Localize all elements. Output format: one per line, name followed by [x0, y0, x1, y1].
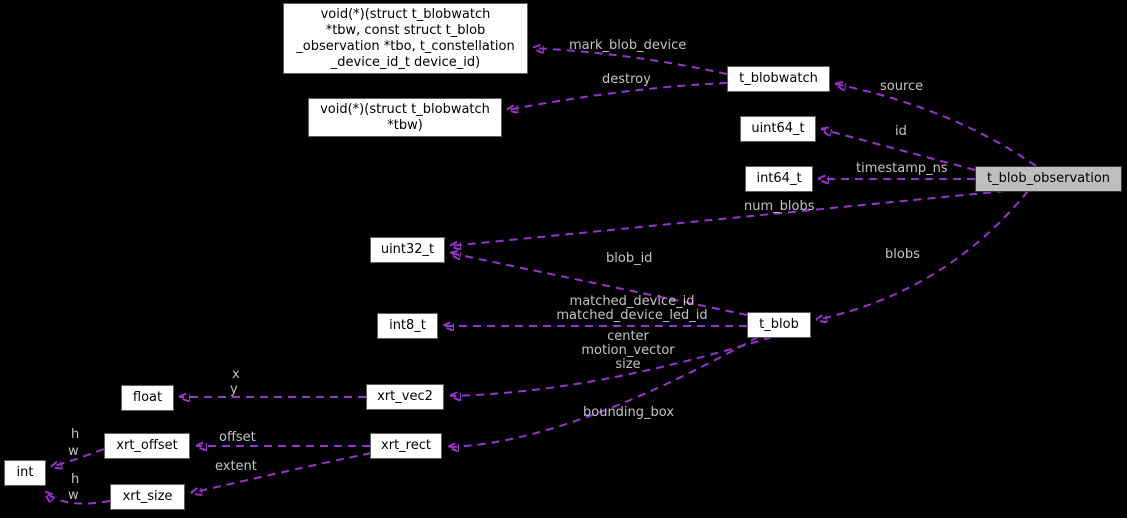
edge-label-destroy: destroy: [602, 72, 651, 87]
edge-label-extent: extent: [215, 459, 257, 474]
node-fn-destroy[interactable]: void(*)(struct t_blobwatch *tbw): [308, 98, 502, 137]
edge-label-offset: offset: [219, 430, 256, 445]
edge-label-size-w: w: [68, 488, 79, 503]
node-int64-t[interactable]: int64_t: [745, 166, 813, 192]
edge-extent: [191, 452, 372, 493]
edge-destroy: [507, 82, 728, 110]
edge-blobs: [816, 190, 1029, 320]
edge-label-offset-h: h: [71, 427, 80, 442]
edge-label-num-blobs: num_blobs: [744, 199, 815, 214]
edge-label-source: source: [880, 79, 924, 94]
edge-label-mark-blob-device: mark_blob_device: [569, 38, 687, 53]
edge-label-x: x: [232, 367, 240, 382]
edge-label-blob-id: blob_id: [606, 251, 653, 266]
edge-num-blobs: [450, 190, 1006, 246]
edge-offset-h-w: [51, 448, 105, 467]
edge-label-bounding-box: bounding_box: [583, 405, 675, 420]
node-xrt-offset[interactable]: xrt_offset: [104, 433, 190, 459]
edge-label-timestamp-ns: timestamp_ns: [856, 161, 948, 176]
edge-bounding-box: [448, 336, 759, 447]
node-float[interactable]: float: [121, 385, 174, 411]
node-t-blobwatch[interactable]: t_blobwatch: [727, 66, 830, 92]
node-xrt-rect[interactable]: xrt_rect: [370, 433, 442, 459]
edge-label-offset-w: w: [68, 444, 79, 459]
node-uint64-t[interactable]: uint64_t: [740, 116, 816, 142]
node-fn-mark-blob-device[interactable]: void(*)(struct t_blobwatch *tbw, const s…: [283, 3, 528, 74]
edge-blob-id: [450, 253, 748, 316]
edge-label-id: id: [895, 124, 907, 139]
edge-label-blobs: blobs: [885, 247, 920, 262]
node-t-blob-observation[interactable]: t_blob_observation: [975, 166, 1122, 192]
node-xrt-size[interactable]: xrt_size: [110, 484, 185, 510]
edge-id: [821, 129, 976, 171]
edge-center-motion-size: [450, 336, 773, 396]
edge-label-center-motion-size: center motion_vector size: [581, 329, 675, 372]
node-t-blob[interactable]: t_blob: [747, 312, 811, 338]
edge-label-y: y: [230, 382, 238, 397]
node-xrt-vec2[interactable]: xrt_vec2: [366, 384, 444, 410]
edge-size-h-w: [45, 492, 111, 505]
node-int8-t[interactable]: int8_t: [377, 313, 438, 339]
node-uint32-t[interactable]: uint32_t: [370, 237, 445, 263]
edge-label-size-h: h: [71, 472, 80, 487]
edge-source: [835, 84, 1037, 167]
edge-mark-blob-device: [533, 48, 728, 75]
node-int[interactable]: int: [4, 460, 46, 486]
edge-label-matched-device: matched_device_id matched_device_led_id: [556, 294, 708, 323]
